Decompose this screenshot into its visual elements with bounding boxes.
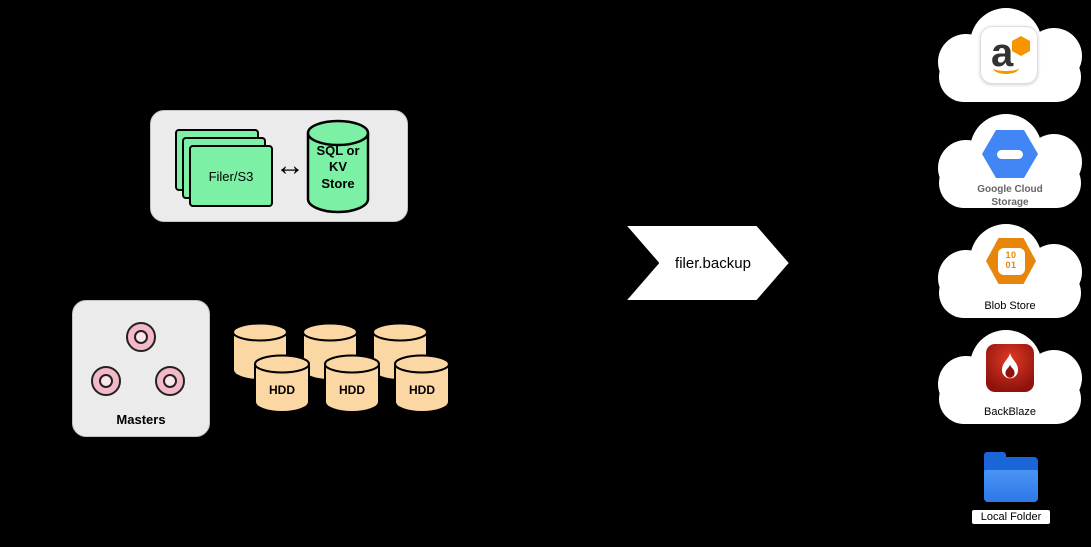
filer-card-front: Filer/S3 [189, 145, 273, 207]
master-node-core [99, 374, 113, 388]
blob-binary-text: 10 01 [997, 247, 1025, 275]
masters-label: Masters [116, 412, 166, 427]
chevron-banner-shape [624, 224, 791, 302]
master-node-icon [91, 366, 121, 396]
filer-group-panel: Filer/S3 ↔ SQL or KV Store [150, 110, 408, 222]
volume-cylinder: HDD [323, 354, 381, 414]
flame-shape [1002, 353, 1018, 379]
hdd-label: HDD [409, 383, 435, 397]
aws-letter: a [991, 31, 1014, 75]
filer-backup-arrow: filer.backup [624, 224, 792, 302]
cylinder-shape [254, 354, 310, 413]
folder-front [984, 470, 1038, 502]
kv-store-cylinder: SQL or KV Store [305, 119, 371, 215]
local-folder-icon [984, 452, 1038, 502]
aws-box-icon [1012, 36, 1030, 56]
cylinder-shape [394, 354, 450, 413]
blob-store-label: Blob Store [984, 300, 1036, 312]
aws-logo-icon: a [980, 26, 1038, 84]
kv-store-label: SQL or KV Store [316, 143, 360, 191]
cylinder-shape [306, 119, 370, 214]
masters-panel: Masters [72, 300, 210, 437]
master-node-core [134, 330, 148, 344]
cloud-aws-s3: a [934, 6, 1086, 110]
master-node-core [163, 374, 177, 388]
cloud-backblaze: BackBlaze [934, 328, 1086, 432]
local-folder-label: Local Folder [972, 510, 1050, 524]
volume-cylinder: HDD [393, 354, 451, 414]
hdd-label: HDD [269, 383, 295, 397]
bidirectional-arrow-icon: ↔ [275, 149, 305, 182]
backblaze-flame-icon [986, 344, 1034, 392]
hdd-label: HDD [339, 383, 365, 397]
master-node-icon [155, 366, 185, 396]
filer-label: Filer/S3 [208, 168, 254, 184]
cylinder-shape [324, 354, 380, 413]
master-node-icon [126, 322, 156, 352]
cloud-blob-store: 10 01 Blob Store [934, 222, 1086, 326]
gcs-label: Google Cloud Storage [977, 184, 1043, 208]
cloud-google-cloud-storage: Google Cloud Storage [934, 112, 1086, 216]
volume-cylinder: HDD [253, 354, 311, 414]
gcp-dash-icon [997, 149, 1023, 159]
filer-stack: Filer/S3 [175, 129, 277, 211]
filer-backup-label: filer.backup [675, 254, 751, 272]
backblaze-label: BackBlaze [984, 406, 1036, 418]
aws-smile-icon [993, 62, 1019, 74]
